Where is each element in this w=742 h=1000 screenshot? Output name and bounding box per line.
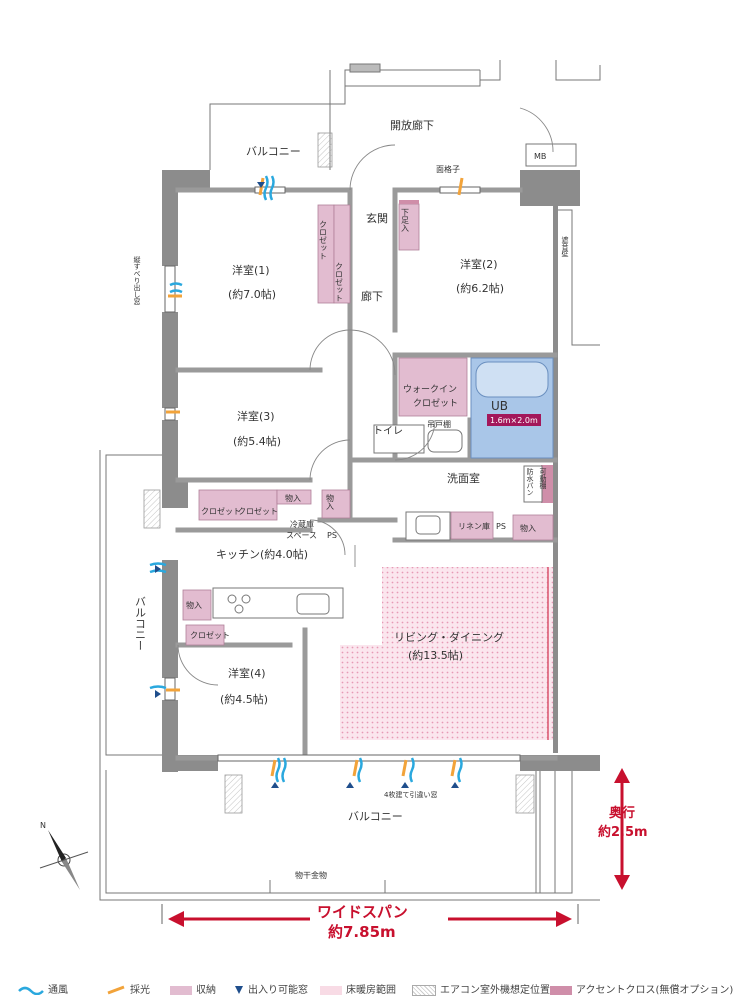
western2-size: (約6.2帖) — [456, 281, 504, 295]
hallway-label: 廊下 — [361, 289, 383, 303]
legend-ventilation: 通風 — [18, 981, 68, 996]
legend-daylight: 採光 — [106, 981, 150, 996]
western3-size: (約5.4帖) — [233, 434, 281, 448]
legend-storage-text: 収納 — [196, 985, 216, 996]
depth-label: 奥行 — [609, 805, 635, 821]
ac-swatch — [412, 984, 436, 996]
storage1-label: 物入 — [285, 493, 301, 503]
balcony-bottom-label: バルコニー — [348, 810, 403, 823]
daylight-icon — [107, 985, 125, 995]
storage-3 — [512, 514, 554, 541]
walkin-label-2: クロゼット — [413, 397, 458, 409]
storage-1 — [276, 489, 312, 505]
drying-label: 物干金物 — [295, 870, 327, 880]
western2-label: 洋室(2) — [460, 257, 498, 271]
fridge-label-1: 冷蔵庫 — [290, 519, 314, 529]
storage-4 — [182, 589, 212, 621]
ub-size-badge — [487, 414, 541, 426]
movable-shelf-label: 可動棚 — [539, 468, 547, 490]
storage-swatch — [170, 985, 192, 995]
legend-ac-text: エアコン室外機想定位置 — [440, 985, 550, 996]
accent-swatch — [550, 985, 572, 995]
mb-label: MB — [534, 152, 546, 161]
legend-access-text: 出入り可能窓 — [248, 985, 308, 996]
walkin-closet — [398, 357, 468, 417]
western4-size: (約4.5帖) — [220, 692, 268, 706]
dimension-arrows — [161, 768, 630, 927]
exterior-walls — [162, 170, 600, 772]
vertical-window-label: 縦すべり出し窓 — [133, 255, 141, 305]
open-corridor-label: 開放廊下 — [390, 118, 434, 132]
legend-accent: アクセントクロス(無償オプション) — [550, 981, 733, 996]
legend-ac: エアコン室外機想定位置 — [412, 981, 550, 996]
span-label: ワイドスパン — [317, 903, 408, 921]
fridge-label-2: スペース — [286, 531, 317, 540]
closet-h2-label: クロゼット — [238, 506, 278, 516]
compass-icon — [39, 830, 89, 890]
living-size: (約13.5帖) — [408, 648, 463, 662]
storage4-label: 物入 — [186, 600, 202, 610]
floor-heating-swatch — [320, 985, 342, 995]
legend-daylight-text: 採光 — [130, 985, 150, 996]
span-value: 約7.85m — [328, 923, 396, 941]
legend-access: 出入り可能窓 — [234, 981, 308, 996]
legend: 通風 採光 収納 出入り可能窓 床暖房範囲 エアコン室外機想定位置 アクセントク… — [18, 981, 738, 997]
legend-floor-heating: 床暖房範囲 — [320, 981, 396, 996]
balcony-left-label: バルコニー — [134, 596, 147, 651]
ub-label: UB — [491, 399, 508, 413]
floor-heating-area — [340, 567, 553, 740]
kitchen-counter — [212, 587, 344, 619]
kitchen-label: キッチン(約4.0帖) — [216, 547, 308, 561]
ps1-label: PS — [327, 531, 337, 540]
unit-bath — [470, 357, 554, 459]
storage3-label: 物入 — [520, 523, 536, 533]
access-window-marks — [155, 182, 459, 788]
closet-v2-label: クロゼット — [335, 262, 344, 302]
closet-vertical-2 — [333, 204, 351, 304]
ps2-label: PS — [496, 522, 506, 531]
western1-size: (約7.0帖) — [228, 287, 276, 301]
legend-ventilation-text: 通風 — [48, 985, 68, 996]
ac-units — [143, 132, 535, 814]
western3-label: 洋室(3) — [237, 409, 275, 423]
sound-wall-label: 遮音壁 — [561, 235, 569, 257]
storage2-label: 物入 — [326, 493, 335, 510]
closet-4 — [185, 624, 225, 646]
closet4-label: クロゼット — [190, 630, 230, 640]
washroom-label: 洗面室 — [447, 471, 480, 485]
linen-closet — [450, 511, 494, 540]
storage-2 — [321, 489, 351, 519]
living-label: リビング・ダイニング — [394, 630, 504, 644]
linen-label: リネン庫 — [458, 521, 490, 531]
outline-lines — [99, 60, 601, 901]
balcony-top-label: バルコニー — [246, 145, 301, 158]
waterproof-pan-label: 防水パン — [526, 467, 534, 496]
legend-floor-heating-text: 床暖房範囲 — [346, 985, 396, 996]
western1-label: 洋室(1) — [232, 263, 270, 277]
closet-horizontal — [198, 489, 278, 521]
storage-areas — [182, 203, 554, 646]
hanging-shelf-label: 吊戸棚 — [427, 419, 451, 429]
legend-accent-text: アクセントクロス(無償オプション) — [576, 985, 734, 996]
depth-value: 約2.5m — [598, 824, 648, 840]
ventilation-icon — [18, 986, 44, 995]
walkin-label-1: ウォークイン — [403, 384, 457, 395]
closet-v1-label: クロゼット — [319, 220, 328, 260]
western4-label: 洋室(4) — [228, 666, 266, 680]
entrance-label: 玄関 — [366, 211, 388, 225]
sliding-window-label: 4枚建て引違い窓 — [384, 790, 437, 799]
shoe-box-label: 下足入 — [401, 208, 410, 232]
closet-h1-label: クロゼット — [201, 506, 241, 516]
north-label: N — [40, 821, 46, 830]
washroom-fixtures — [373, 424, 543, 541]
legend-storage: 収納 — [170, 981, 216, 996]
lattice-label: 面格子 — [436, 164, 460, 174]
access-triangle-icon — [235, 986, 243, 994]
ub-size: 1.6m×2.0m — [490, 416, 538, 425]
accent-areas — [399, 200, 553, 503]
toilet-label: トイレ — [373, 426, 403, 437]
doors — [177, 107, 554, 686]
